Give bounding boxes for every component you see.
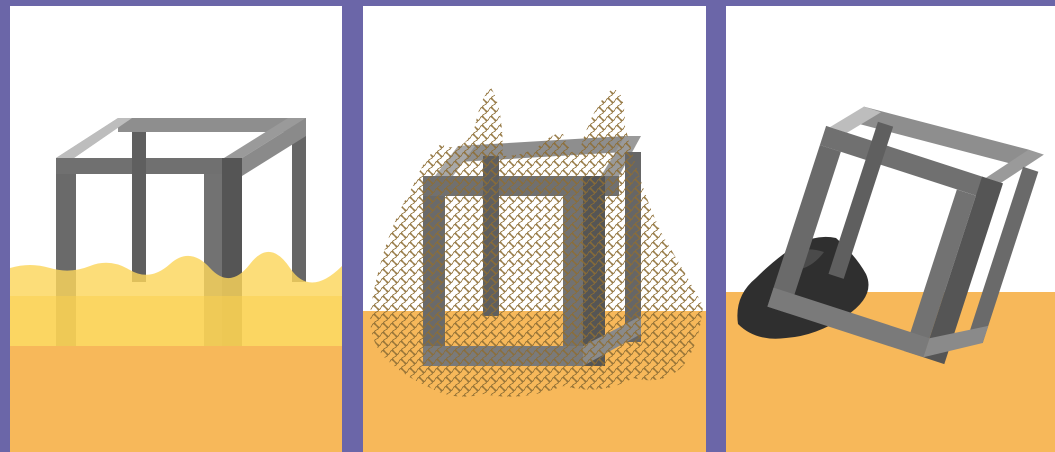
panel-tilted-cube <box>726 6 1055 452</box>
sand-middle-layer <box>10 296 342 346</box>
tilted-cube-scene <box>726 6 1055 452</box>
buried-cube-scene <box>10 6 342 452</box>
netted-cube-scene <box>363 6 706 452</box>
panel-netted-cube <box>363 6 706 452</box>
panel-buried-cube <box>10 6 342 452</box>
sand-ground <box>10 346 342 452</box>
